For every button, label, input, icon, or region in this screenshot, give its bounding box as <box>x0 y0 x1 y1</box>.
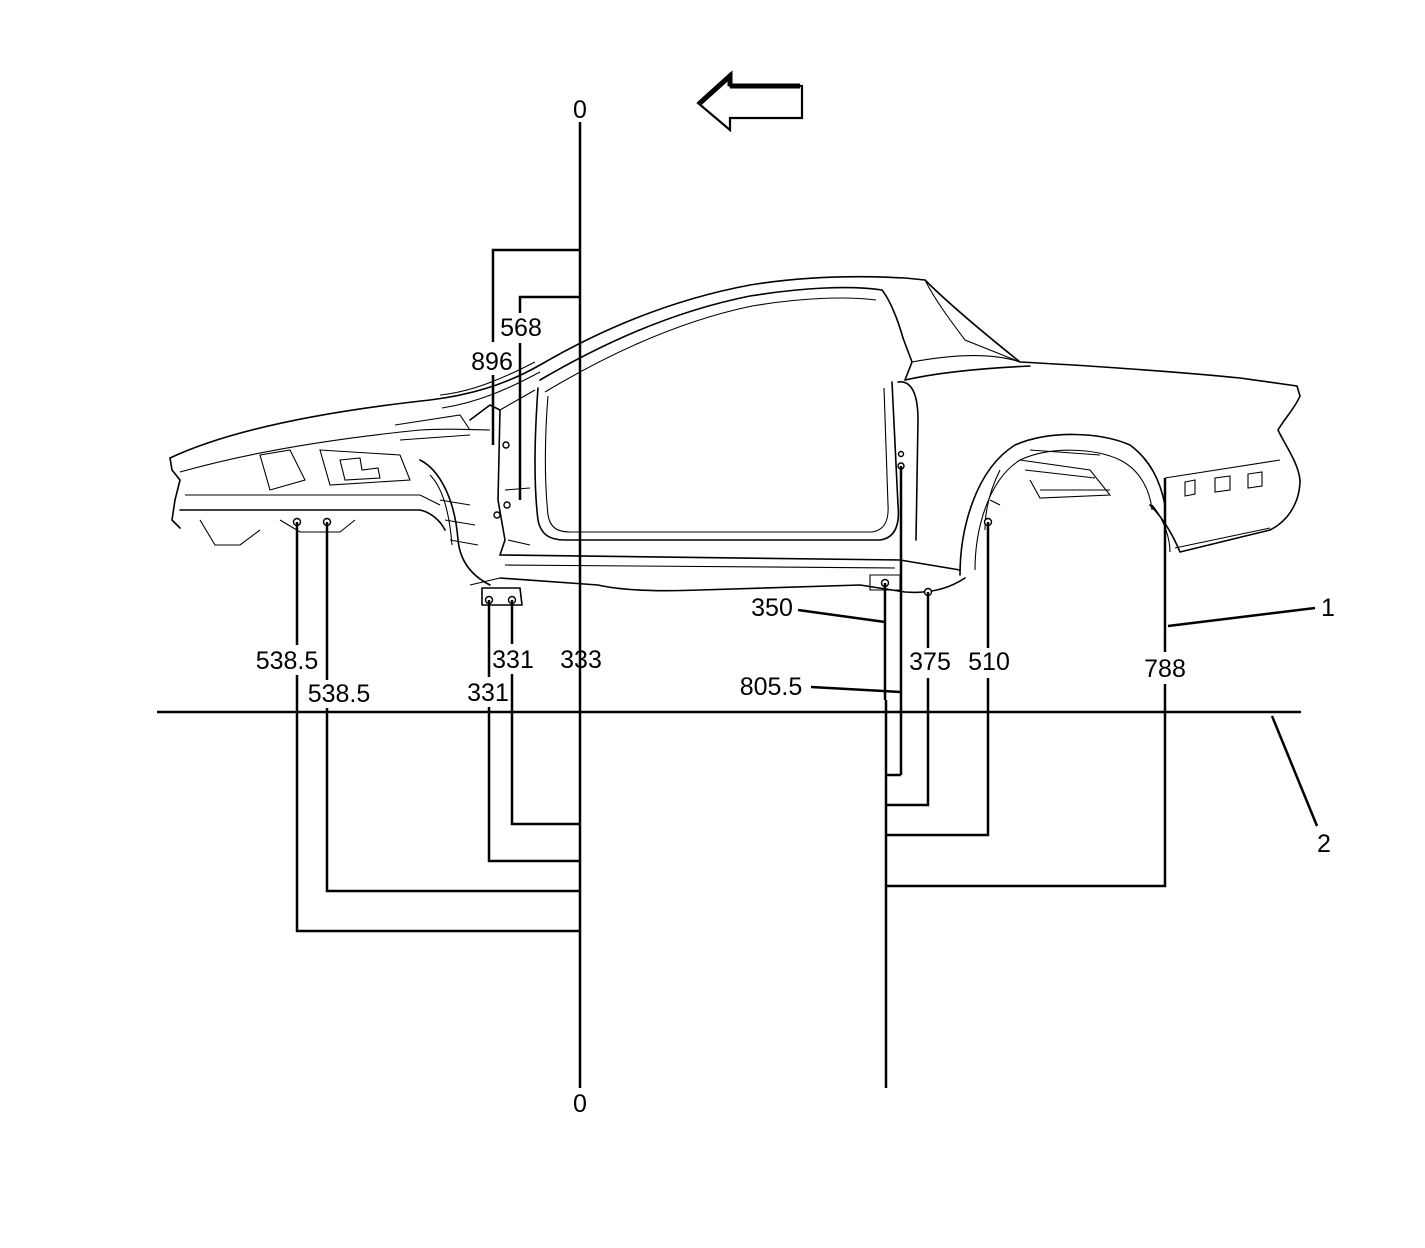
datum-label-top: 0 <box>573 96 587 124</box>
dimension-label-788: 788 <box>1144 655 1186 683</box>
callout-label-1: 1 <box>1321 594 1335 622</box>
dimension-label-333: 333 <box>560 646 602 674</box>
dimension-label-805-5: 805.5 <box>740 673 803 701</box>
datum-label-bottom: 0 <box>573 1090 587 1118</box>
dimension-label-538-5-inner: 538.5 <box>308 680 371 708</box>
dimension-label-896: 896 <box>471 348 513 376</box>
dimension-label-568: 568 <box>500 314 542 342</box>
vehicle-body-outline <box>169 275 1301 606</box>
dimension-label-375: 375 <box>909 648 951 676</box>
dimension-label-350: 350 <box>751 594 793 622</box>
dimension-label-331-inner: 331 <box>492 646 534 674</box>
dimension-label-510: 510 <box>968 648 1010 676</box>
measurement-points <box>292 441 993 605</box>
dimension-labels: 0 0 896 568 538.5 538.5 331 331 333 350 … <box>256 96 1335 1118</box>
front-direction-arrow-icon <box>696 70 804 133</box>
dimension-label-538-5-outer: 538.5 <box>256 647 319 675</box>
callout-label-2: 2 <box>1317 830 1331 858</box>
dimension-label-331-outer: 331 <box>467 679 509 707</box>
dimension-lines <box>157 122 1319 1088</box>
